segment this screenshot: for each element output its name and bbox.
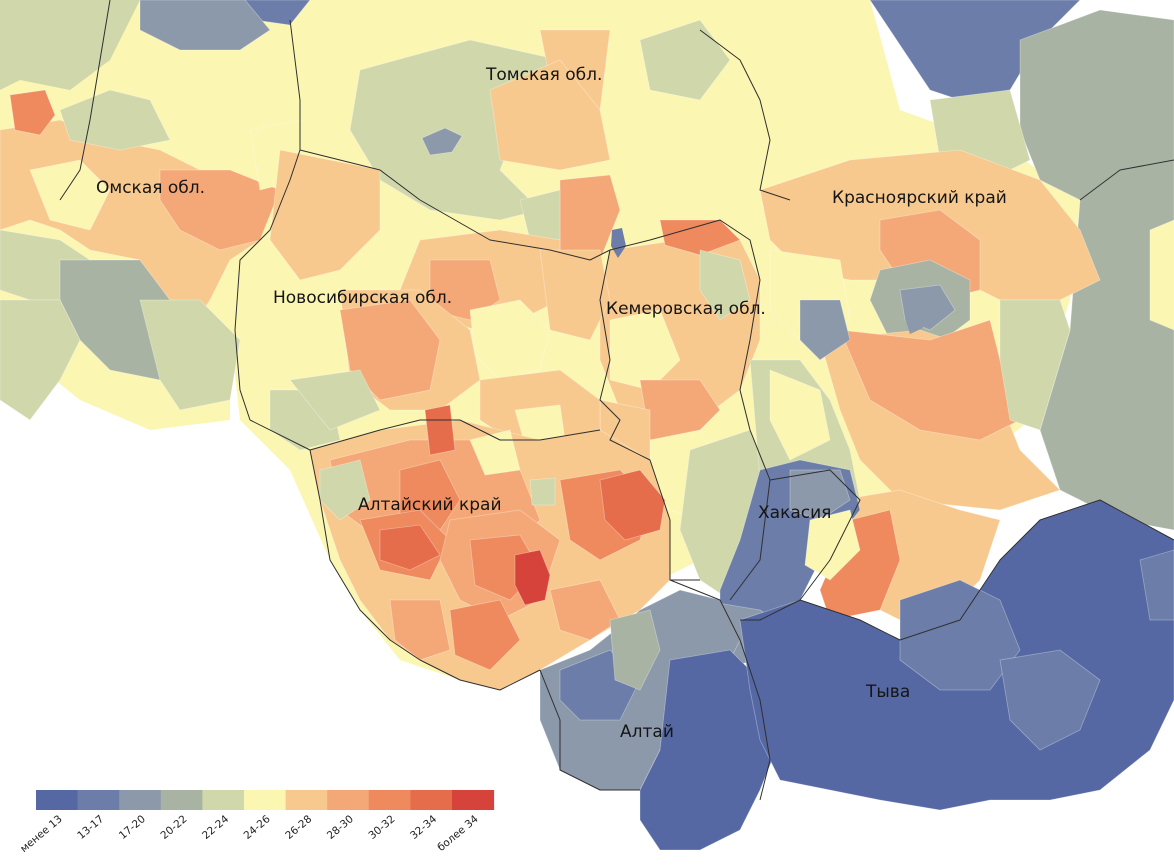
map-legend: менее 13 13-17 17-20 20-22 22-24 24-26 26-28 28… bbox=[18, 790, 495, 855]
district-patch bbox=[9, 89, 56, 136]
border-altai bbox=[539, 579, 771, 801]
legend-label: 26-28 bbox=[283, 813, 314, 842]
district-patch bbox=[424, 404, 456, 456]
legend-swatch bbox=[285, 790, 328, 810]
district-patch bbox=[789, 469, 851, 521]
legend-label: 20-22 bbox=[158, 813, 189, 842]
legend-swatch bbox=[36, 790, 79, 810]
lake bbox=[611, 228, 626, 258]
district-patch bbox=[609, 309, 681, 391]
region-fill-west bbox=[0, 0, 140, 90]
region-label-khakassia: Хакасия bbox=[758, 503, 831, 523]
district-patch bbox=[469, 299, 551, 381]
legend-label: 22-24 bbox=[200, 813, 231, 842]
border-novosibirsk-altaikrai bbox=[249, 419, 601, 451]
legend-label: 17-20 bbox=[117, 813, 148, 842]
border-khakassia bbox=[740, 469, 861, 621]
district-patch bbox=[609, 609, 661, 691]
district-patch bbox=[139, 299, 241, 411]
district-patch bbox=[599, 469, 666, 541]
district-patch bbox=[319, 459, 371, 521]
region-label-omsk: Омская обл. bbox=[96, 178, 205, 198]
district-patch bbox=[529, 477, 556, 506]
district-patch bbox=[0, 299, 81, 421]
lake bbox=[905, 314, 923, 334]
region-label-novosibirsk: Новосибирская обл. bbox=[273, 288, 452, 308]
district-patch bbox=[769, 369, 831, 461]
border-tyva bbox=[799, 499, 1174, 641]
district-patch bbox=[549, 579, 621, 641]
district-patch bbox=[389, 599, 451, 661]
district-patch bbox=[489, 59, 611, 171]
district-patch bbox=[639, 19, 731, 101]
district-patch bbox=[514, 549, 551, 606]
district-patch bbox=[819, 509, 901, 621]
legend-label: 13-17 bbox=[75, 813, 106, 842]
legend-label: менее 13 bbox=[18, 813, 65, 855]
district-patch bbox=[999, 299, 1071, 431]
region-labels: Томская обл. Омская обл. Красноярский кр… bbox=[96, 65, 1007, 742]
border-altaikrai-west bbox=[309, 449, 541, 691]
region-label-altai-krai: Алтайский край bbox=[358, 495, 502, 515]
legend-swatch bbox=[160, 790, 203, 810]
district-patch bbox=[1139, 549, 1174, 621]
district-patch bbox=[29, 159, 111, 231]
district-patch bbox=[139, 0, 271, 51]
district-patch bbox=[799, 299, 851, 361]
legend-label: более 34 bbox=[435, 813, 481, 854]
district-patch bbox=[469, 429, 521, 476]
legend-swatch bbox=[410, 790, 453, 810]
region-label-tyva: Тыва bbox=[865, 682, 910, 702]
legend-swatches bbox=[36, 790, 495, 810]
border-kemerovo bbox=[599, 219, 771, 601]
district-patch bbox=[539, 249, 611, 341]
legend-label: 28-30 bbox=[325, 813, 356, 842]
region-label-kemerovo: Кемеровская обл. bbox=[606, 299, 766, 319]
legend-swatch bbox=[327, 790, 370, 810]
border-omsk-novosibirsk bbox=[59, 0, 301, 421]
border-tomsk-krasnoyarsk bbox=[699, 29, 791, 201]
district-patch bbox=[659, 219, 741, 256]
district-patch bbox=[159, 169, 281, 251]
legend-swatch bbox=[119, 790, 162, 810]
legend-swatch bbox=[244, 790, 287, 810]
district-patch bbox=[379, 524, 441, 571]
legend-swatch bbox=[368, 790, 411, 810]
border-krasnoyarsk-east bbox=[1079, 159, 1174, 201]
region-label-altai: Алтай bbox=[620, 722, 674, 742]
border-novosibirsk-tomsk bbox=[299, 149, 611, 261]
legend-label: 24-26 bbox=[242, 813, 273, 842]
district-patch bbox=[1149, 219, 1174, 331]
district-patch bbox=[339, 299, 441, 401]
district-patch bbox=[449, 599, 521, 671]
region-label-tomsk: Томская обл. bbox=[485, 65, 602, 85]
region-label-krasnoyarsk: Красноярский край bbox=[832, 188, 1007, 208]
district-patch bbox=[421, 127, 463, 156]
legend-swatch bbox=[202, 790, 245, 810]
legend-swatch bbox=[77, 790, 120, 810]
district-patch bbox=[699, 249, 751, 321]
legend-swatch bbox=[452, 790, 495, 810]
legend-label: 32-34 bbox=[408, 813, 439, 842]
legend-label: 30-32 bbox=[366, 813, 397, 842]
legend-labels: менее 13 13-17 17-20 20-22 22-24 24-26 26-28 28… bbox=[18, 813, 481, 855]
region-borders bbox=[59, 0, 1174, 801]
district-patch bbox=[999, 649, 1101, 751]
district-patch bbox=[289, 369, 381, 431]
